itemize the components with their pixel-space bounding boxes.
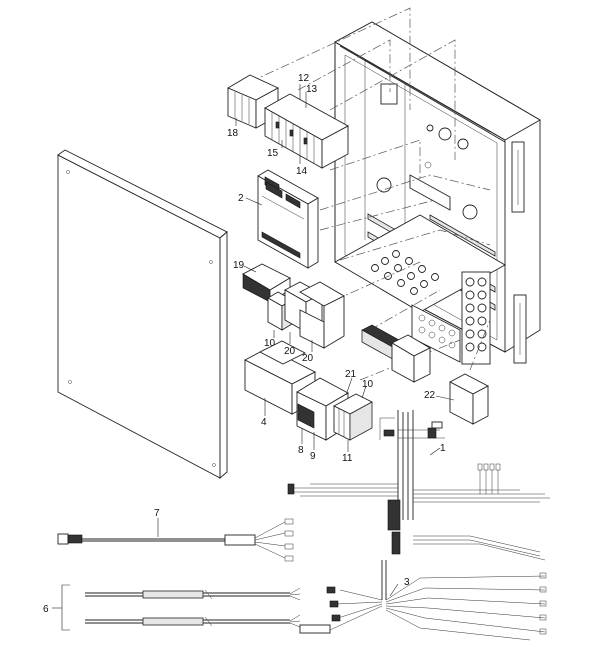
callout-15: 15: [267, 148, 279, 159]
contactor-group: [267, 281, 345, 352]
module-22: [435, 373, 489, 425]
wire-harness-1: [287, 410, 550, 561]
cable-7: [57, 518, 294, 562]
callout-12: 12: [298, 73, 310, 84]
terminal-row-11: [333, 377, 373, 452]
terminal-strip-rail: [361, 324, 431, 383]
callout-1: 1: [440, 443, 446, 454]
callout-13: 13: [306, 84, 318, 95]
callout-7: 7: [154, 508, 160, 519]
callout-9: 9: [310, 451, 316, 462]
callout-10-lower: 10: [362, 379, 374, 390]
door-panel: [57, 149, 228, 479]
callout-10-upper: 10: [264, 338, 276, 349]
callout-11: 11: [342, 453, 353, 464]
callout-19: 19: [233, 260, 245, 271]
callout-20-left: 20: [284, 346, 296, 357]
callout-4: 4: [261, 417, 267, 428]
circuit-breaker-row: [264, 84, 349, 169]
callout-3: 3: [404, 577, 410, 588]
callout-2: 2: [238, 193, 244, 204]
callout-20-right: 20: [302, 353, 314, 364]
callout-6: 6: [43, 604, 49, 615]
callout-8: 8: [298, 445, 304, 456]
callout-22: 22: [424, 390, 436, 401]
wire-harness-3: [299, 560, 547, 641]
cable-6: [52, 584, 301, 631]
controller-unit-2: [245, 169, 319, 269]
callout-14: 14: [296, 166, 308, 177]
cabinet-enclosure: [334, 21, 541, 365]
callout-labels: 1 2 3 4 6 7 8 9 10 10 11 12 13 14 15 18 …: [43, 73, 446, 615]
callout-18: 18: [227, 128, 239, 139]
callout-21: 21: [345, 369, 357, 380]
